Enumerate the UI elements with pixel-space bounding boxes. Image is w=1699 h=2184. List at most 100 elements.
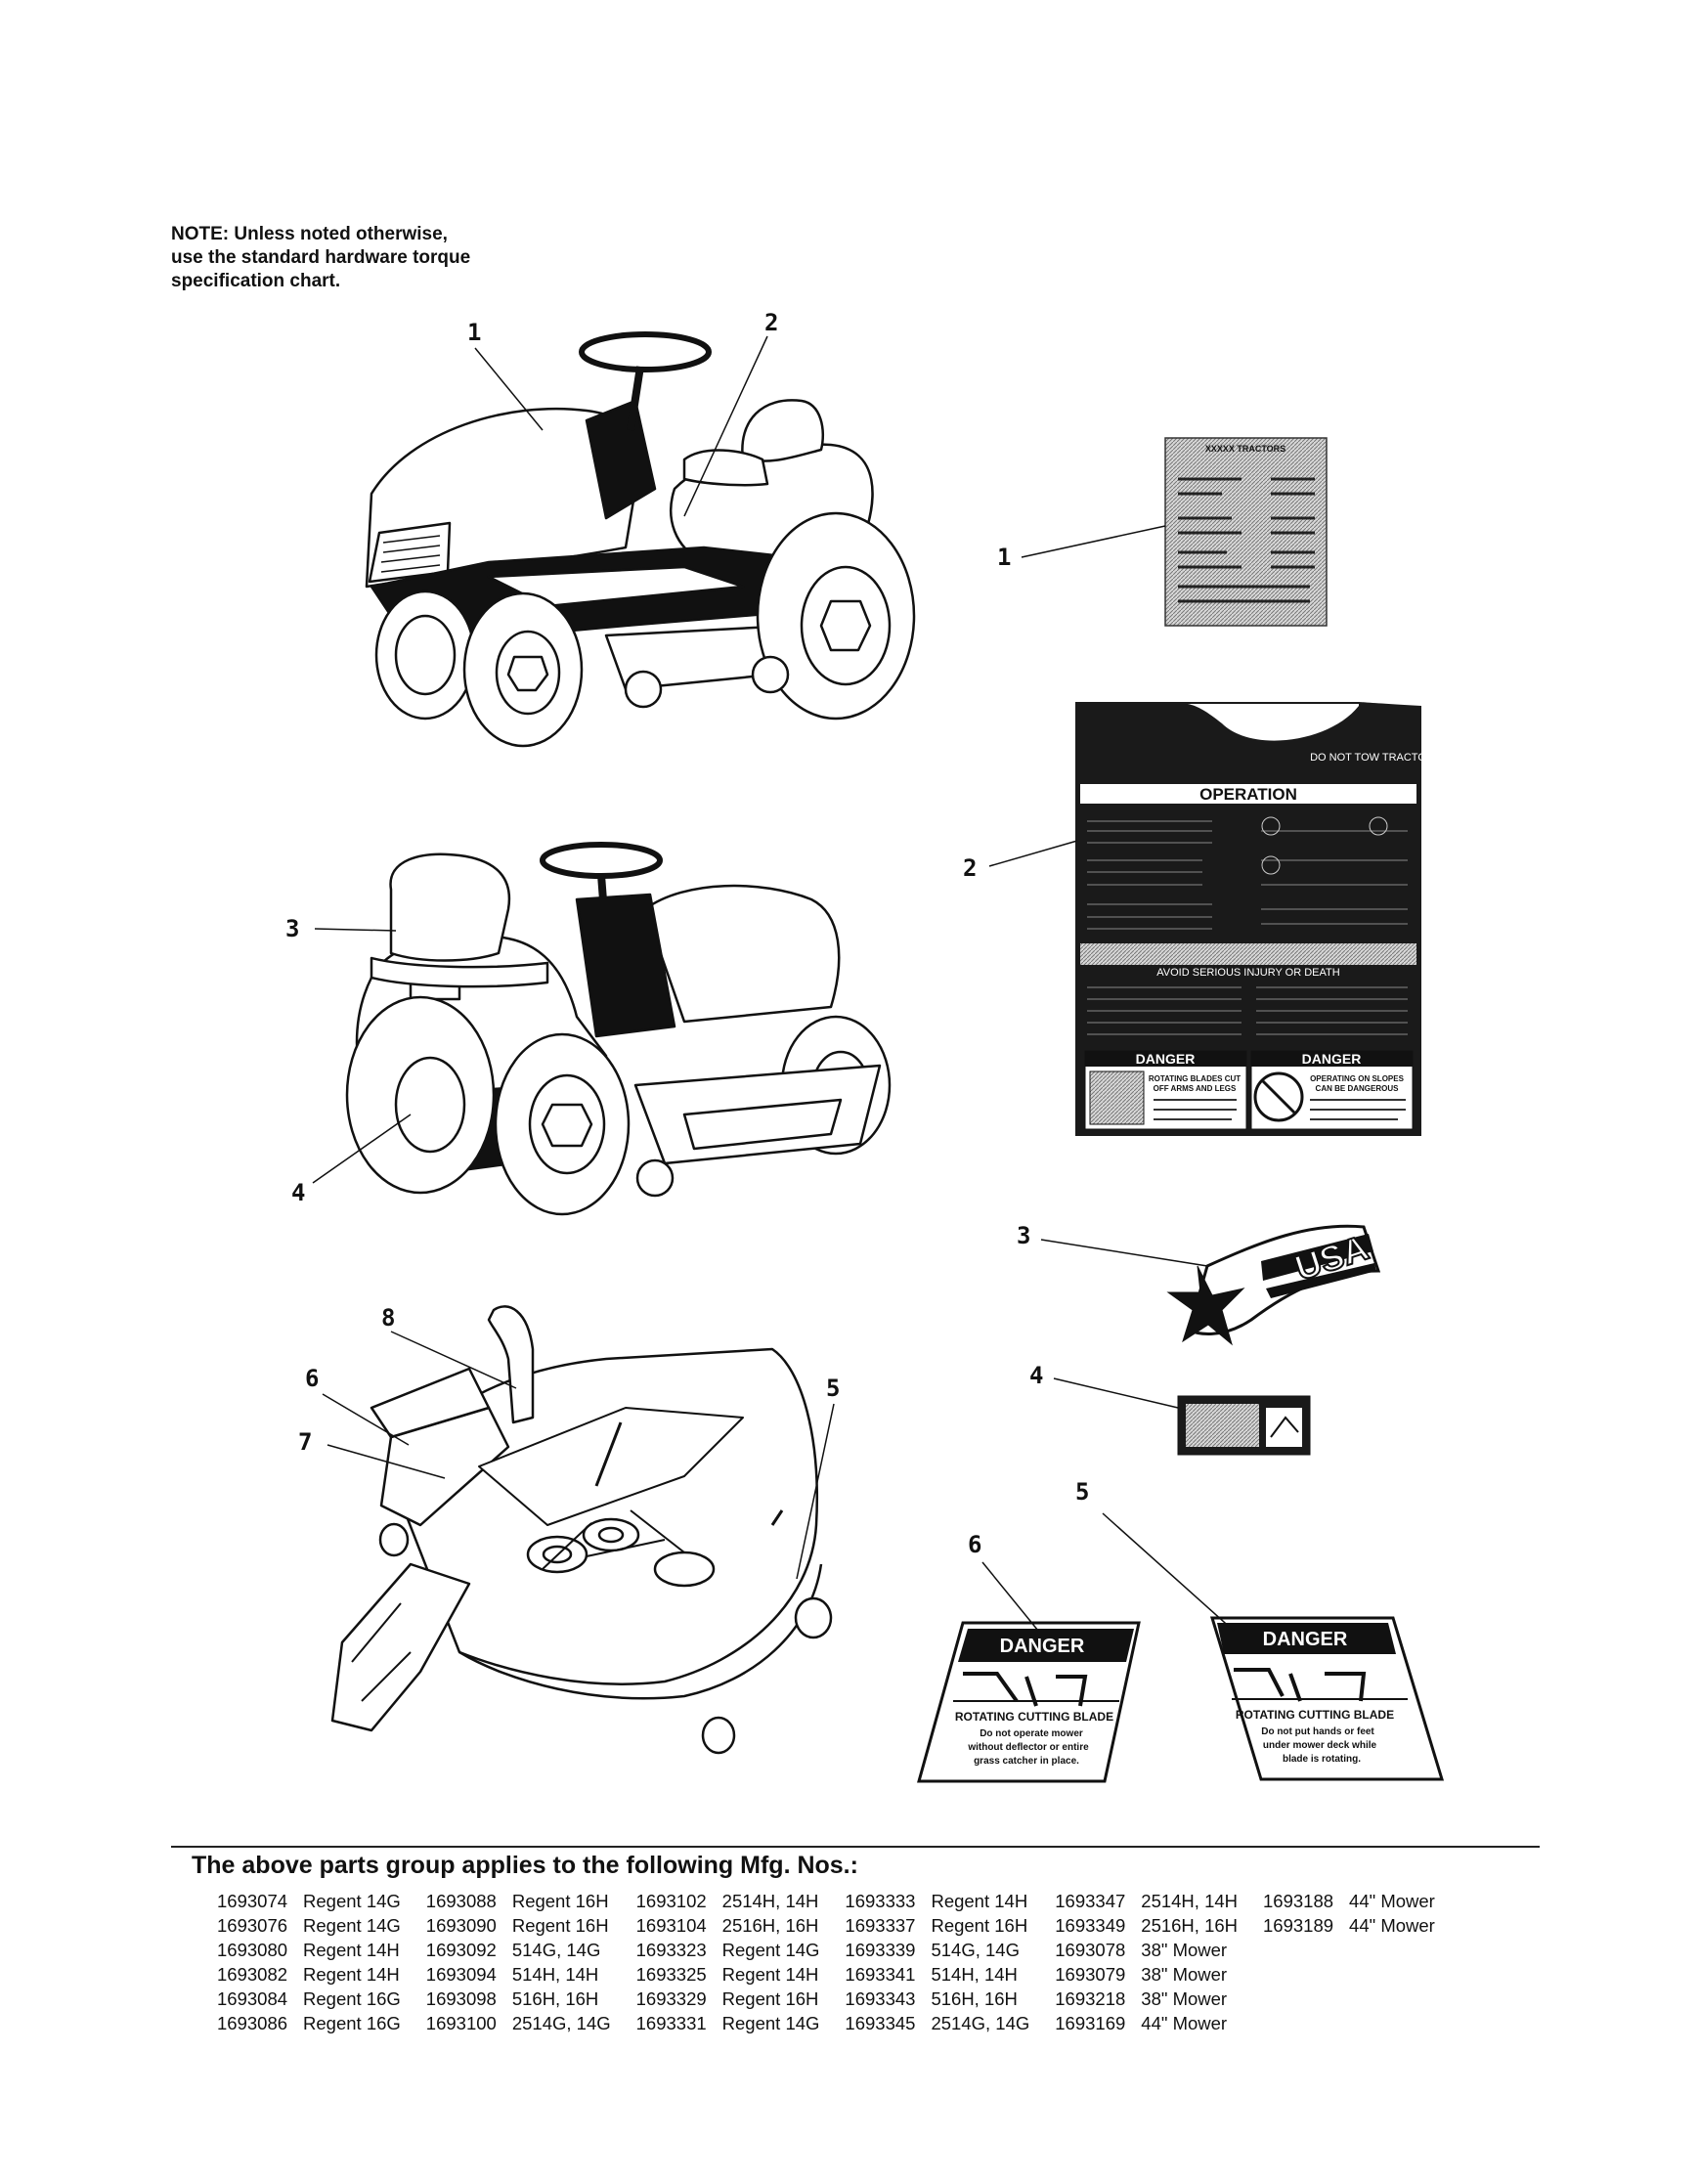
decal-5-line: Do not put hands or feet	[1261, 1726, 1374, 1737]
callout-5: 5	[826, 1375, 840, 1402]
decal-5-line: blade is rotating.	[1283, 1754, 1361, 1765]
model-cell: 2514H, 14H	[1141, 1891, 1239, 1911]
decal-6-danger: DANGER	[1000, 1636, 1085, 1657]
model-cell: Regent 14G	[303, 1915, 401, 1936]
mfg-number-cell: 1693102	[635, 1891, 707, 1911]
mower-deck-illustration	[330, 1305, 833, 1755]
decal-2-operation-title: OPERATION	[1199, 785, 1297, 804]
decal-2-danger-right-sub: CAN BE DANGEROUS	[1316, 1084, 1400, 1093]
model-cell: 514H, 14H	[511, 1964, 599, 1985]
decal-callout-3: 3	[1017, 1222, 1030, 1249]
parts-diagram: 1 2 3 4	[285, 309, 1445, 1783]
callout-8: 8	[381, 1304, 395, 1332]
callout-7: 7	[298, 1428, 312, 1456]
model-cell: Regent 14G	[303, 1891, 401, 1911]
model-cell	[1349, 2011, 1460, 2035]
callout-3: 3	[285, 915, 299, 942]
mfg-number-cell: 1693189	[1263, 1915, 1334, 1936]
section-divider	[171, 1846, 1540, 1848]
decal-5-danger-blade: DANGER ROTATING CUTTING BLADE Do not put…	[1209, 1616, 1445, 1781]
mfg-number-cell: 1693079	[1055, 1964, 1126, 1985]
note-line: use the standard hardware torque	[171, 247, 471, 268]
model-cell: Regent 14G	[721, 1940, 820, 1960]
decal-5-line: under mower deck while	[1263, 1740, 1377, 1751]
decal-2-danger-left-title: ROTATING BLADES CUT	[1149, 1074, 1241, 1083]
model-cell: Regent 16H	[931, 1915, 1028, 1936]
mfg-number-cell: 1693078	[1055, 1940, 1126, 1960]
model-cell: 514H, 14H	[931, 1964, 1018, 1985]
mfg-number-cell: 1693104	[635, 1915, 707, 1936]
decal-2-danger-right-title: OPERATING ON SLOPES	[1310, 1074, 1405, 1083]
decal-2-danger-left-sub: OFF ARMS AND LEGS	[1154, 1084, 1237, 1093]
decal-6-line: without deflector or entire	[967, 1742, 1089, 1753]
mfg-number-cell: 1693076	[217, 1915, 288, 1936]
mfg-number-cell: 1693100	[425, 2013, 497, 2033]
decal-3-usa-flag: USA	[1166, 1224, 1381, 1346]
decal-2-danger-left: DANGER	[1136, 1051, 1196, 1067]
mfg-number-cell: 1693080	[217, 1940, 288, 1960]
mfg-number-cell: 1693331	[635, 2013, 707, 2033]
decal-4-label	[1177, 1395, 1311, 1456]
model-cell: Regent 16G	[303, 1988, 401, 2009]
model-cell: Regent 16G	[303, 2013, 401, 2033]
decal-6-line: grass catcher in place.	[974, 1756, 1079, 1767]
callout-1: 1	[467, 319, 481, 346]
model-cell: 44" Mower	[1141, 2013, 1228, 2033]
model-cell: 2516H, 16H	[1141, 1915, 1239, 1936]
mfg-number-cell: 1693090	[425, 1915, 497, 1936]
decal-1-spec-label: XXXXX TRACTORS	[1164, 437, 1328, 627]
mfg-number-cell: 1693169	[1055, 2013, 1126, 2033]
mfg-number-cell	[1263, 1987, 1349, 2011]
mfg-number-cell: 1693329	[635, 1988, 707, 2009]
note-line: specification chart.	[171, 271, 341, 291]
mfg-number-cell: 1693086	[217, 2013, 288, 2033]
mfg-number-cell: 1693337	[845, 1915, 916, 1936]
model-cell: Regent 14H	[303, 1940, 400, 1960]
model-cell: 514G, 14G	[511, 1940, 601, 1960]
model-cell: Regent 14H	[721, 1964, 819, 1985]
mfg-number-cell: 1693345	[845, 2013, 916, 2033]
model-cell: 516H, 16H	[931, 1988, 1018, 2009]
mfg-number-cell	[1263, 2011, 1349, 2035]
mfg-number-cell: 1693218	[1055, 1988, 1126, 2009]
model-cell	[1349, 1962, 1460, 1987]
model-cell	[1349, 1987, 1460, 2011]
decal-2-operation-label: DO NOT TOW TRACTOR! OPERATION AVOID SERI…	[1075, 702, 1437, 1136]
mfg-number-cell: 1693325	[635, 1964, 707, 1985]
mfg-number-cell: 1693084	[217, 1988, 288, 2009]
mfg-number-cell: 1693082	[217, 1964, 288, 1985]
model-cell: 516H, 16H	[511, 1988, 599, 2009]
model-cell: 514G, 14G	[931, 1940, 1020, 1960]
mfg-number-cell	[1263, 1962, 1349, 1987]
model-cell: 2514G, 14G	[931, 2013, 1030, 2033]
decal-5-title: ROTATING CUTTING BLADE	[1236, 1708, 1394, 1722]
model-cell: 2514G, 14G	[511, 2013, 611, 2033]
mfg-number-cell: 1693347	[1055, 1891, 1126, 1911]
decal-2-do-not-tow: DO NOT TOW TRACTOR!	[1310, 752, 1437, 764]
mfg-number-cell: 1693333	[845, 1891, 916, 1911]
model-cell	[1349, 1938, 1460, 1962]
table-row: 1693076 Regent 14G 1693090 Regent 16H 169310…	[217, 1913, 1460, 1938]
model-cell: 38" Mower	[1141, 1988, 1228, 2009]
model-cell: Regent 16H	[511, 1891, 609, 1911]
model-cell: Regent 16H	[511, 1915, 609, 1936]
model-cell: 2514H, 14H	[721, 1891, 819, 1911]
decal-2-avoid-injury: AVOID SERIOUS INJURY OR DEATH	[1156, 967, 1339, 979]
callout-2: 2	[764, 309, 778, 336]
model-cell: 38" Mower	[1141, 1964, 1228, 1985]
decal-5-danger: DANGER	[1263, 1629, 1348, 1650]
decal-6-danger-blade: DANGER ROTATING CUTTING BLADE Do not ope…	[917, 1621, 1141, 1783]
decal-1-header: XXXXX TRACTORS	[1205, 444, 1285, 454]
model-cell: Regent 16H	[721, 1988, 819, 2009]
mfg-number-cell: 1693341	[845, 1964, 916, 1985]
decal-6-line: Do not operate mower	[980, 1728, 1083, 1739]
decal-6-title: ROTATING CUTTING BLADE	[955, 1710, 1113, 1724]
decal-2-danger-right: DANGER	[1302, 1051, 1362, 1067]
mfg-number-cell	[1263, 1938, 1349, 1962]
decal-callout-5: 5	[1075, 1478, 1089, 1506]
callout-6: 6	[305, 1365, 319, 1392]
callout-4: 4	[291, 1179, 305, 1206]
